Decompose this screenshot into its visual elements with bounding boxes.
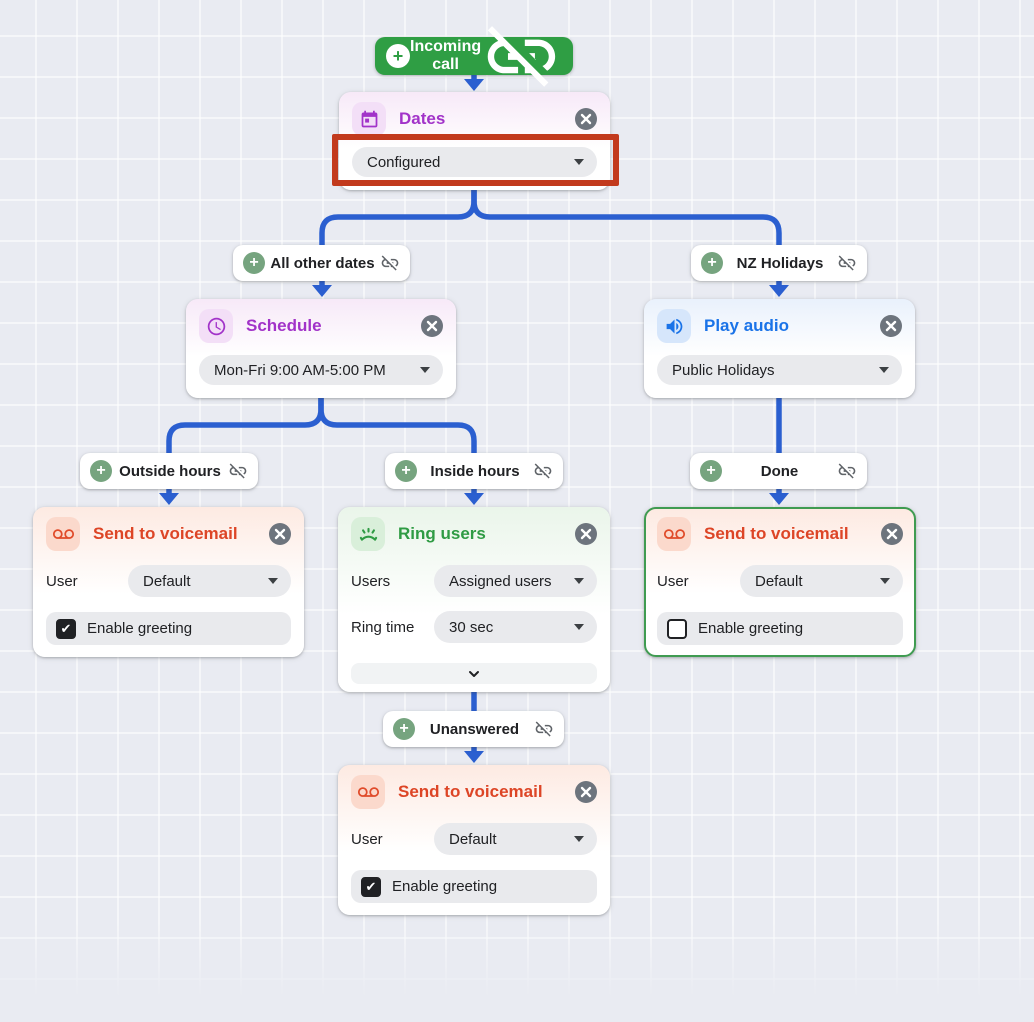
unlink-icon: [380, 253, 400, 273]
dates-config-dropdown[interactable]: Configured: [352, 147, 597, 177]
calendar-icon: [352, 102, 386, 136]
user-label: User: [351, 830, 383, 848]
ringing-phone-icon: [351, 517, 385, 551]
user-dropdown[interactable]: Default: [740, 565, 903, 597]
schedule-dropdown[interactable]: Mon-Fri 9:00 AM-5:00 PM: [199, 355, 443, 385]
plus-icon: +: [700, 460, 722, 482]
branch-label: Done: [760, 462, 799, 480]
audio-file-dropdown[interactable]: Public Holidays: [657, 355, 902, 385]
node-title: Send to voicemail: [704, 524, 849, 543]
node-title: Play audio: [704, 316, 790, 335]
dropdown-value: Mon-Fri 9:00 AM-5:00 PM: [214, 361, 386, 379]
plus-icon: +: [393, 718, 415, 740]
close-icon[interactable]: [421, 315, 443, 337]
node-ring-users[interactable]: Ring users Users Assigned users Ring tim…: [338, 507, 610, 692]
unlink-icon: [533, 461, 553, 481]
unlink-icon: [837, 253, 857, 273]
plus-icon: +: [395, 460, 417, 482]
plus-icon: +: [243, 252, 265, 274]
user-label: User: [46, 572, 78, 590]
branch-inside-hours[interactable]: + Inside hours: [385, 453, 563, 489]
unlink-icon: [837, 461, 857, 481]
branch-done[interactable]: + Done: [690, 453, 867, 489]
enable-greeting-row[interactable]: Enable greeting: [351, 870, 597, 903]
branch-label: NZ Holidays: [736, 254, 824, 272]
incoming-call-trigger[interactable]: + Incoming call: [375, 25, 573, 87]
caret-down-icon: [880, 578, 890, 584]
close-icon[interactable]: [575, 108, 597, 130]
dropdown-value: 30 sec: [449, 618, 494, 636]
incoming-call-label: Incoming call: [410, 38, 482, 73]
clock-icon: [199, 309, 233, 343]
enable-greeting-row[interactable]: Enable greeting: [657, 612, 903, 645]
voicemail-icon: [351, 775, 385, 809]
ring-time-label: Ring time: [351, 618, 415, 636]
branch-label: Inside hours: [430, 462, 520, 480]
branch-label: All other dates: [270, 254, 375, 272]
plus-icon: +: [386, 44, 410, 68]
dropdown-value: Configured: [367, 153, 441, 171]
dropdown-value: Assigned users: [449, 572, 552, 590]
dropdown-value: Default: [755, 572, 803, 590]
dropdown-value: Default: [143, 572, 191, 590]
close-icon[interactable]: [575, 781, 597, 803]
node-voicemail-right[interactable]: Send to voicemail User Default Enable gr…: [644, 507, 916, 657]
caret-down-icon: [574, 159, 584, 165]
node-dates[interactable]: Dates Configured: [339, 92, 610, 190]
speaker-icon: [657, 309, 691, 343]
enable-greeting-row[interactable]: Enable greeting: [46, 612, 291, 645]
unlink-icon: [228, 461, 248, 481]
greeting-label: Enable greeting: [698, 620, 804, 637]
greeting-label: Enable greeting: [392, 878, 498, 895]
greeting-label: Enable greeting: [87, 620, 193, 637]
user-dropdown[interactable]: Default: [434, 823, 597, 855]
unlink-icon: [481, 16, 562, 97]
expand-options-bar[interactable]: [351, 663, 597, 684]
dropdown-value: Default: [449, 830, 497, 848]
greeting-checkbox[interactable]: [56, 618, 76, 639]
branch-nz-holidays[interactable]: + NZ Holidays: [691, 245, 867, 281]
close-icon[interactable]: [269, 523, 291, 545]
node-title: Dates: [399, 109, 446, 128]
user-dropdown[interactable]: Default: [128, 565, 291, 597]
dropdown-value: Public Holidays: [672, 361, 775, 379]
plus-icon: +: [90, 460, 112, 482]
greeting-checkbox[interactable]: [667, 618, 687, 639]
close-icon[interactable]: [881, 523, 903, 545]
node-title: Send to voicemail: [398, 782, 543, 801]
caret-down-icon: [574, 624, 584, 630]
users-dropdown[interactable]: Assigned users: [434, 565, 597, 597]
voicemail-icon: [657, 517, 691, 551]
caret-down-icon: [420, 367, 430, 373]
chevron-down-icon: [469, 670, 479, 677]
caret-down-icon: [574, 578, 584, 584]
node-title: Schedule: [246, 316, 322, 335]
node-voicemail-bottom[interactable]: Send to voicemail User Default Enable gr…: [338, 765, 610, 915]
node-schedule[interactable]: Schedule Mon-Fri 9:00 AM-5:00 PM: [186, 299, 456, 398]
node-voicemail-left[interactable]: Send to voicemail User Default Enable gr…: [33, 507, 304, 657]
branch-label: Outside hours: [119, 462, 221, 480]
caret-down-icon: [574, 836, 584, 842]
user-label: User: [657, 572, 689, 590]
node-title: Ring users: [398, 524, 486, 543]
branch-outside-hours[interactable]: + Outside hours: [80, 453, 258, 489]
users-label: Users: [351, 572, 391, 590]
caret-down-icon: [268, 578, 278, 584]
close-icon[interactable]: [880, 315, 902, 337]
plus-icon: +: [701, 252, 723, 274]
branch-label: Unanswered: [429, 720, 520, 738]
branch-unanswered[interactable]: + Unanswered: [383, 711, 564, 747]
unlink-icon: [534, 719, 554, 739]
caret-down-icon: [879, 367, 889, 373]
ring-time-dropdown[interactable]: 30 sec: [434, 611, 597, 643]
node-play-audio[interactable]: Play audio Public Holidays: [644, 299, 915, 398]
branch-all-other-dates[interactable]: + All other dates: [233, 245, 410, 281]
node-title: Send to voicemail: [93, 524, 238, 543]
voicemail-icon: [46, 517, 80, 551]
greeting-checkbox[interactable]: [361, 876, 381, 897]
close-icon[interactable]: [575, 523, 597, 545]
